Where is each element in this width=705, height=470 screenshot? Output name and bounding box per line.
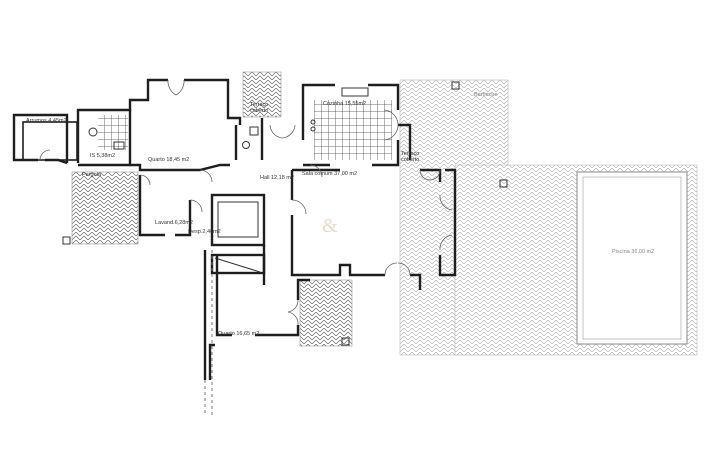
room-label-pergola: Pergola [82, 172, 101, 178]
doors [39, 79, 453, 326]
room-label-quarto-2: Quarto 16,65 m2 [218, 331, 260, 337]
room-label-arrumos: Arrumos 4,45m2 [26, 118, 67, 124]
watermark: & [322, 215, 338, 237]
walls [12, 78, 508, 380]
kitchen-tiles [314, 100, 392, 160]
room-label-wc: IS 5,38m2 [90, 153, 116, 159]
bathroom-tiles [98, 115, 128, 150]
pool [576, 171, 688, 345]
room-label-cozinha: Cozinha 15,55m2 [323, 101, 367, 107]
room-label-despensa: Desp.2,40m2 [188, 229, 221, 235]
room-label-lavandaria: Lavand.6,28m2 [155, 220, 193, 226]
room-label-terraco-coberto-1: Terraço coberto [250, 102, 269, 114]
room-label-quarto-1: Quarto 18,45 m2 [148, 157, 190, 163]
room-label-sala: Sala comum 37,00 m2 [302, 171, 358, 177]
room-label-piscina: Piscina 36,00 m2 [612, 249, 655, 255]
room-label-barbecue: Barbecue [474, 92, 498, 98]
fixtures [88, 87, 369, 150]
room-label-hall: Hall 12,18 m2 [260, 175, 294, 181]
room-label-terraco-coberto-2: Terraço coberto [401, 151, 420, 163]
